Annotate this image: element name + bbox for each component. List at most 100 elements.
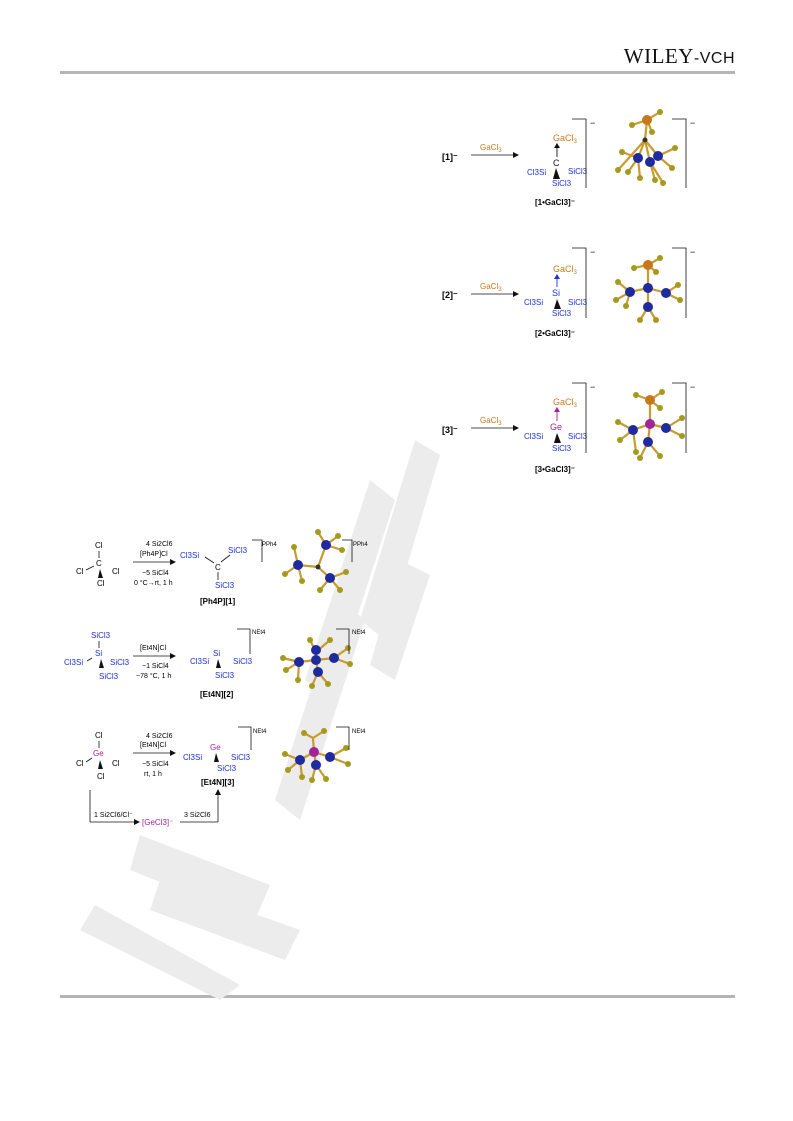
starting-material: SiCl3 Cl3Si SiCl3 SiCl3 Si [64, 631, 130, 681]
molecule-structure-1 [615, 109, 678, 186]
condition-below-2: 0 °C→rt, 1 h [134, 579, 173, 587]
charge: − [590, 382, 595, 392]
wedge-bond [554, 299, 561, 309]
reactant-label: [3]⁻ [442, 425, 458, 435]
product-structure: Cl3Si Si SiCl3 SiCl3 [190, 649, 253, 680]
condition-above-2: [Ph4P]Cl [140, 551, 168, 558]
molecule-structure-3 [615, 389, 685, 461]
condition-above-1: 4 Si2Cl6 [146, 541, 173, 548]
publisher-name: WILEY [623, 44, 694, 68]
substituent-left: Cl3Si [524, 432, 543, 441]
svg-text:Si: Si [213, 649, 220, 658]
bracket [572, 247, 587, 318]
bracket [572, 118, 587, 188]
left-reaction-2: SiCl3 Cl3Si SiCl3 SiCl3 Si [Et4N]Cl −1 S… [64, 628, 366, 699]
central-atom: C [553, 158, 560, 168]
bracket-3d [672, 118, 687, 188]
substituent-bottom: SiCl3 [552, 309, 572, 318]
substituent-right: SiCl3 [568, 298, 588, 307]
start-label-left: Cl [76, 567, 84, 576]
start-label-top: Cl [95, 541, 103, 550]
reactant-label: [1]⁻ [442, 152, 458, 162]
left-reaction-1: Cl Cl Cl Cl C 4 Si2Cl6 [Ph4P]Cl −5 SiCl4… [76, 529, 368, 606]
product-label: [Et4N][3] [201, 778, 235, 787]
start-label-bottom: SiCl3 [99, 672, 119, 681]
right-reaction-3: [3]⁻ GaCl3 GaCl3 Ge Cl3Si SiCl3 SiCl3 − … [442, 382, 695, 474]
substituent-left: Cl3Si [527, 168, 546, 177]
svg-text:SiCl3: SiCl3 [217, 764, 237, 773]
svg-text:Cl3Si: Cl3Si [190, 657, 209, 666]
bracket-3d [342, 539, 353, 562]
arrow-head [170, 750, 176, 756]
central-atom: Ge [550, 422, 562, 432]
counterion-3d: NEt4 [352, 729, 366, 735]
bracket-3d [336, 628, 350, 654]
product-label: [Ph4P][1] [200, 597, 235, 606]
publisher-suffix: -VCH [693, 50, 735, 67]
substituent-right: SiCl3 [568, 432, 588, 441]
start-center: Si [95, 649, 102, 658]
gallium-group: GaCl3 [553, 264, 578, 276]
substituent-bottom: SiCl3 [552, 179, 572, 188]
reagent-label: GaCl3 [480, 143, 502, 154]
start-center: C [96, 559, 102, 568]
condition-above-1: [Et4N]Cl [140, 645, 167, 652]
central-atom: Si [552, 288, 560, 298]
counterion: NEt4 [252, 630, 266, 636]
substituent-bottom: SiCl3 [552, 444, 572, 453]
substituent-left: Cl3Si [524, 298, 543, 307]
header-rule [60, 71, 735, 74]
route-step-1: 1 Si2Cl6/Cl⁻ [94, 812, 133, 819]
svg-text:C: C [215, 563, 221, 572]
product-label: [Et4N][2] [200, 690, 234, 699]
charge: − [590, 247, 595, 257]
right-reaction-2: [2]⁻ GaCl3 GaCl3 Si Cl3Si SiCl3 SiCl3 − … [442, 247, 695, 338]
left-reaction-3: Cl Cl Cl Cl Ge 4 Si2Cl6 [Et4N]Cl −5 SiCl… [76, 726, 366, 827]
reagent-label: GaCl3 [480, 416, 502, 427]
footer-rule [60, 995, 735, 998]
donor-arrowhead [554, 407, 560, 412]
starting-material: Cl Cl Cl Cl Ge [76, 731, 120, 781]
starting-material: Cl Cl Cl Cl C [76, 541, 120, 588]
arrow-head [170, 653, 176, 659]
substituent-right: SiCl3 [568, 167, 588, 176]
start-label-left: Cl [76, 759, 84, 768]
arrow-head [513, 425, 519, 431]
counterion: PPh4 [262, 542, 277, 548]
start-label-left: Cl3Si [64, 658, 83, 667]
start-label-right: SiCl3 [110, 658, 130, 667]
bracket-3d [672, 382, 687, 453]
start-label-top: SiCl3 [91, 631, 111, 640]
start-label-right: Cl [112, 567, 120, 576]
svg-text:SiCl3: SiCl3 [231, 753, 251, 762]
bracket [238, 726, 252, 750]
charge: − [590, 118, 595, 128]
svg-text:Cl3Si: Cl3Si [180, 551, 199, 560]
product-label: [2•GaCl3]⁻ [535, 329, 575, 338]
product-structure: Cl3Si Ge SiCl3 SiCl3 [183, 743, 251, 773]
svg-text:SiCl3: SiCl3 [215, 671, 235, 680]
counterion-3d: NEt4 [352, 630, 366, 636]
molecule-structure-left-1 [282, 529, 349, 593]
molecule-structure-left-3 [282, 728, 351, 783]
svg-text:SiCl3: SiCl3 [228, 546, 248, 555]
condition-below-1: −1 SiCl4 [142, 663, 169, 670]
bracket-3d [672, 247, 687, 318]
charge-3d: − [690, 382, 695, 392]
charge-3d: − [690, 247, 695, 257]
counterion-3d: PPh4 [353, 542, 368, 548]
condition-above-1: 4 Si2Cl6 [146, 733, 173, 740]
condition-below-1: −5 SiCl4 [142, 570, 169, 577]
route-intermediate: [GeCl3]⁻ [142, 818, 173, 827]
svg-text:Cl3Si: Cl3Si [183, 753, 202, 762]
svg-text:SiCl3: SiCl3 [215, 581, 235, 590]
molecule-structure-2 [613, 255, 683, 323]
arrow-head [513, 291, 519, 297]
product-structure: Cl3Si SiCl3 C SiCl3 [180, 546, 248, 590]
wedge-bond [553, 168, 560, 179]
start-label-top: Cl [95, 731, 103, 740]
reagent-label: GaCl3 [480, 282, 502, 293]
reactant-label: [2]⁻ [442, 290, 458, 300]
condition-below-2: −78 °C, 1 h [136, 672, 171, 680]
